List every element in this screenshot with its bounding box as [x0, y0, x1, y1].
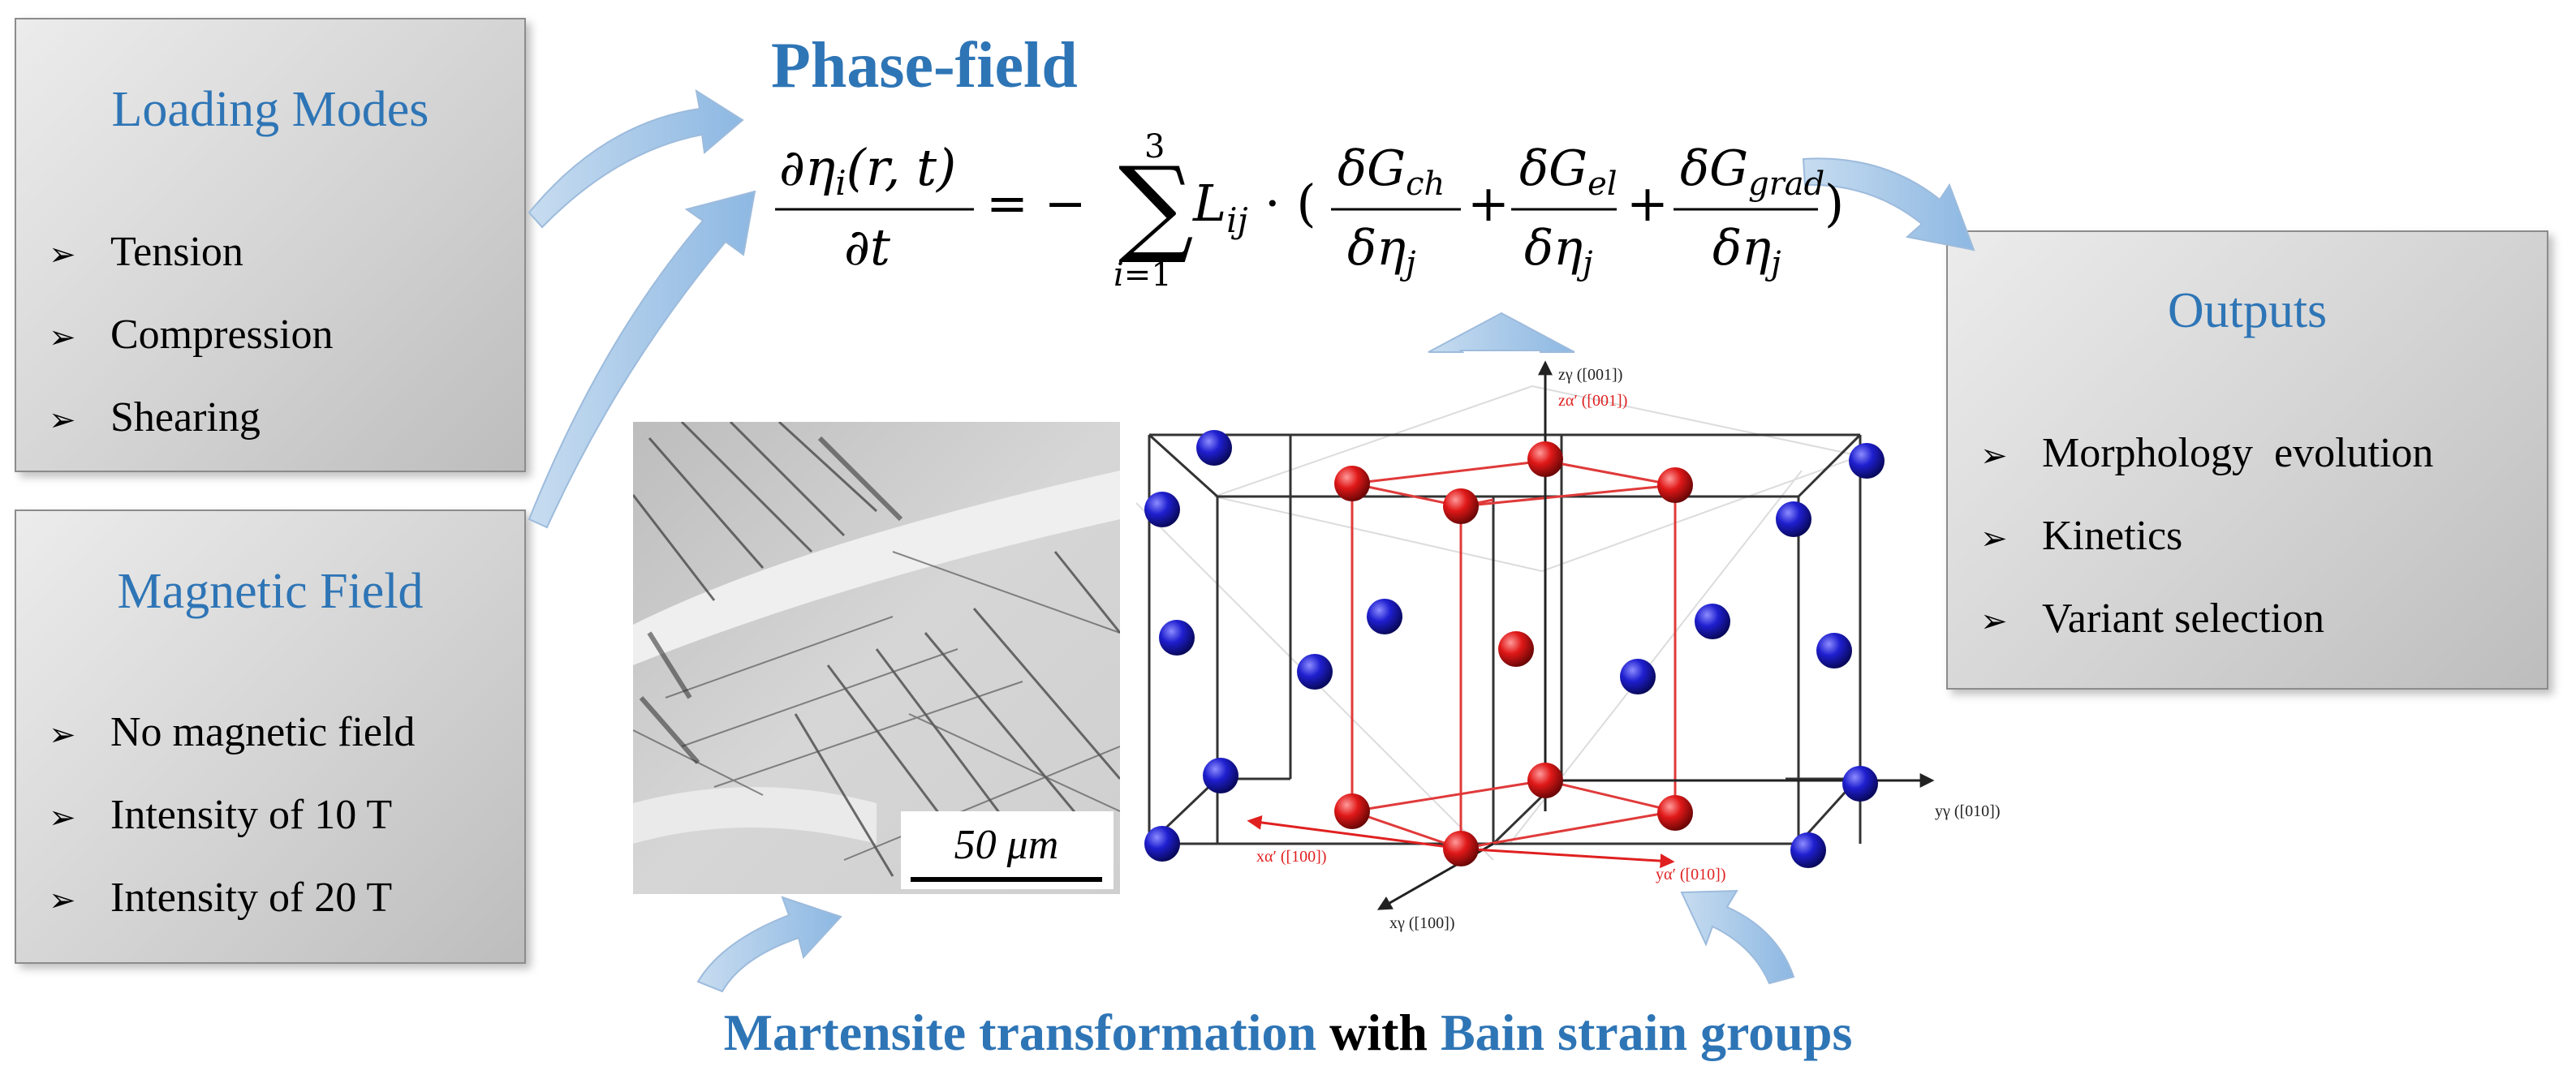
- bct-atoms: [1334, 441, 1693, 866]
- loading-modes-box: Loading Modes ➢Tension ➢Compression ➢She…: [15, 18, 526, 472]
- svg-text:∂t: ∂t: [844, 217, 890, 277]
- magnetic-field-title: Magnetic Field: [117, 564, 424, 619]
- svg-text:δGgrad: δGgrad: [1680, 140, 1824, 203]
- curved-arrow-icon: [1680, 889, 1795, 985]
- arrow-bullet-icon: ➢: [49, 236, 76, 273]
- scale-bar-label: 50 μm: [954, 822, 1059, 868]
- list-item: ➢Intensity of 10 T: [49, 774, 415, 857]
- curved-arrow-icon: [528, 88, 744, 229]
- list-item: ➢Shearing: [49, 376, 333, 459]
- svg-text:∂ηi(r, t): ∂ηi(r, t): [779, 138, 956, 203]
- svg-text:): ): [1824, 174, 1844, 233]
- svg-text:δηj: δηj: [1524, 220, 1592, 282]
- arrow-bullet-icon: ➢: [1980, 437, 2008, 475]
- z-gamma-label: zγ ([001]): [1558, 366, 1622, 384]
- outputs-box: Outputs ➢Morphology evolution ➢Kinetics …: [1946, 230, 2548, 690]
- svg-text:+: +: [1626, 174, 1669, 233]
- arrow-bullet-icon: ➢: [49, 882, 76, 919]
- arrow-bullet-icon: ➢: [49, 402, 76, 439]
- x-alpha-label: xα′ ([100]): [1256, 848, 1327, 866]
- list-item: ➢Tension: [49, 211, 333, 294]
- list-item: ➢Morphology evolution: [1980, 412, 2433, 495]
- arrow-bullet-icon: ➢: [1980, 603, 2008, 640]
- outputs-title: Outputs: [2167, 283, 2328, 338]
- x-gamma-label: xγ ([100]): [1389, 914, 1454, 932]
- magnetic-field-list: ➢No magnetic field ➢Intensity of 10 T ➢I…: [49, 691, 415, 939]
- curved-arrow-icon: [1802, 157, 1975, 252]
- svg-text:· (: · (: [1264, 174, 1316, 233]
- lattice-diagram: zγ ([001]) zα′ ([001]) yγ ([010]) yα′ ([…: [1135, 360, 2000, 932]
- svg-text:δηj: δηj: [1712, 220, 1781, 282]
- loading-modes-list: ➢Tension ➢Compression ➢Shearing: [49, 211, 333, 459]
- svg-text:= −: = −: [986, 174, 1087, 233]
- curved-arrow-icon: [696, 896, 842, 993]
- phase-field-equation: ∂ηi(r, t) ∂t = − ∑ 3 i=1 Lij · ( δGch δη…: [775, 128, 1844, 294]
- arrow-bullet-icon: ➢: [49, 716, 76, 754]
- arrow-bullet-icon: ➢: [49, 799, 76, 836]
- phase-field-title: Phase-field: [771, 30, 1078, 101]
- up-arrow-icon: [1428, 312, 1575, 353]
- y-gamma-label: yγ ([010]): [1935, 802, 2000, 820]
- list-item: ➢Compression: [49, 294, 333, 376]
- svg-text:δGch: δGch: [1338, 140, 1445, 203]
- svg-text:3: 3: [1144, 128, 1165, 166]
- z-alpha-label: zα′ ([001]): [1558, 392, 1627, 410]
- list-item: ➢Kinetics: [1980, 495, 2433, 578]
- svg-text:+: +: [1467, 174, 1510, 233]
- arrow-bullet-icon: ➢: [49, 319, 76, 356]
- martensite-micrograph: 50 μm: [633, 422, 1120, 894]
- outputs-list: ➢Morphology evolution ➢Kinetics ➢Variant…: [1980, 412, 2433, 660]
- list-item: ➢No magnetic field: [49, 691, 415, 774]
- list-item: ➢Intensity of 20 T: [49, 857, 415, 939]
- svg-text:δηj: δηj: [1347, 220, 1415, 282]
- loading-modes-title: Loading Modes: [111, 82, 429, 137]
- svg-text:Lij: Lij: [1192, 174, 1248, 240]
- svg-text:i=1: i=1: [1114, 256, 1172, 294]
- curved-arrow-icon: [528, 190, 756, 529]
- y-alpha-label: yα′ ([010]): [1656, 866, 1726, 883]
- arrow-bullet-icon: ➢: [1980, 520, 2008, 557]
- svg-text:∑: ∑: [1118, 144, 1194, 267]
- fcc-atoms: [1144, 430, 1885, 868]
- list-item: ➢Variant selection: [1980, 578, 2433, 660]
- svg-text:δGel: δGel: [1519, 140, 1618, 203]
- bottom-caption: Martensite transformation with Bain stra…: [723, 1004, 1853, 1061]
- magnetic-field-box: Magnetic Field ➢No magnetic field ➢Inten…: [15, 509, 526, 964]
